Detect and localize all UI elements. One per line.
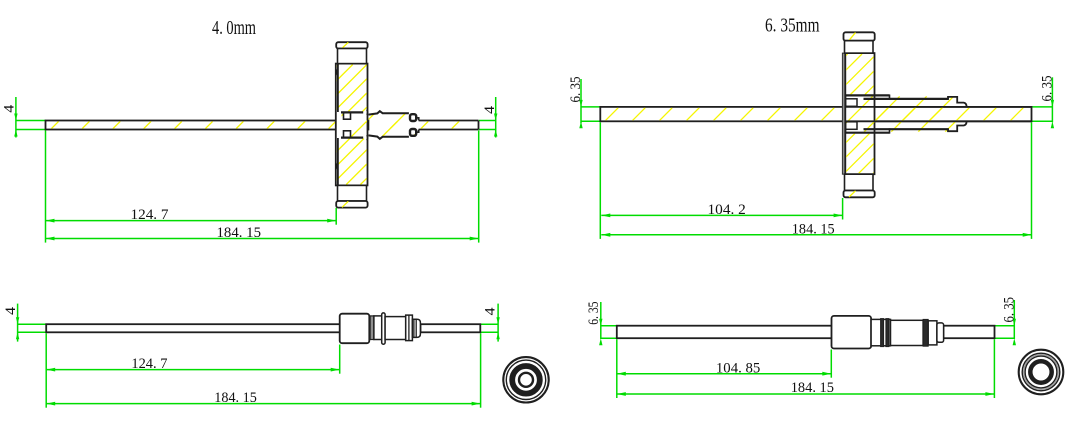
svg-text:104. 2: 104. 2	[708, 202, 746, 218]
svg-text:6. 35: 6. 35	[568, 77, 584, 103]
svg-text:184. 15: 184. 15	[792, 221, 835, 237]
svg-text:4: 4	[1, 104, 17, 113]
svg-text:104. 85: 104. 85	[716, 360, 760, 376]
svg-text:4: 4	[483, 307, 499, 316]
svg-text:6. 35: 6. 35	[586, 302, 602, 325]
svg-text:184. 15: 184. 15	[214, 390, 256, 406]
svg-text:4. 0mm: 4. 0mm	[212, 17, 256, 39]
svg-text:4: 4	[3, 306, 19, 315]
svg-text:6. 35: 6. 35	[1040, 76, 1056, 102]
svg-text:184. 15: 184. 15	[791, 380, 834, 396]
svg-text:184. 15: 184. 15	[217, 225, 262, 241]
svg-text:4: 4	[482, 105, 498, 114]
svg-text:6. 35: 6. 35	[1002, 297, 1018, 323]
svg-text:124. 7: 124. 7	[131, 207, 170, 223]
svg-text:6. 35mm: 6. 35mm	[765, 15, 820, 37]
svg-text:124. 7: 124. 7	[131, 356, 167, 372]
